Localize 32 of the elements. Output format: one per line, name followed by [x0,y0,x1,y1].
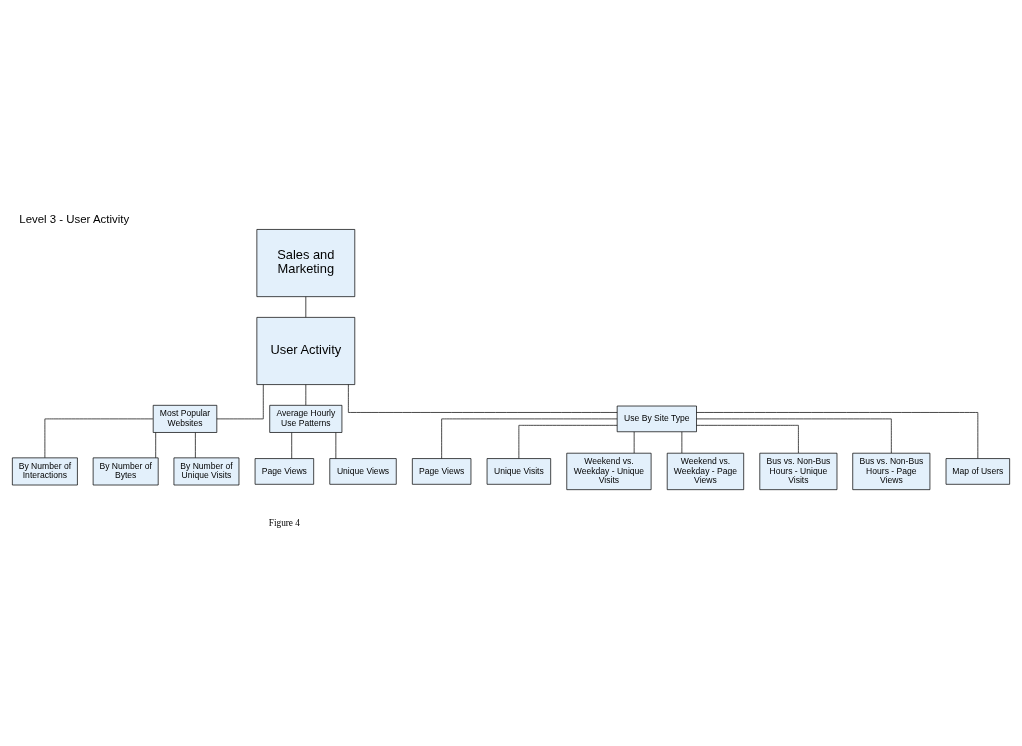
node-box: Bus vs. Non-Bus Hours - Page Views [852,452,931,490]
node-box: Use By Site Type [616,405,697,432]
node-box: By Number of Interactions [12,457,78,485]
node-box: Weekend vs. Weekday - Page Views [666,452,745,490]
node-box: Map of Users [945,457,1010,485]
node-box: Average Hourly Use Patterns [269,404,343,433]
connector [348,383,618,413]
node-box: Unique Visits [486,457,552,485]
connector [305,295,307,318]
connector [441,418,618,459]
node-box: Sales and Marketing [256,228,356,297]
connector [216,383,264,419]
diagram-title: Level 3 - User Activity [19,212,130,225]
node-box: Page Views [254,457,315,485]
connector [518,424,618,459]
connector [305,383,307,405]
node-box: User Activity [256,316,356,385]
node-box: By Number of Bytes [92,457,159,485]
connector [195,431,196,458]
connector [696,418,892,453]
node-box: Page Views [412,457,472,485]
node-box: Bus vs. Non-Bus Hours - Unique Visits [759,452,838,490]
connector [155,431,157,458]
connector [696,411,979,459]
caption: Figure 4 [268,517,300,528]
node-box: Unique Views [329,457,397,485]
node-box: Most Popular Websites [152,404,218,433]
connector [696,424,799,453]
node-box: Weekend vs. Weekday - Unique Visits [566,452,652,490]
connector [291,431,293,459]
node-box: By Number of Unique Visits [173,457,240,485]
connector [335,431,337,459]
